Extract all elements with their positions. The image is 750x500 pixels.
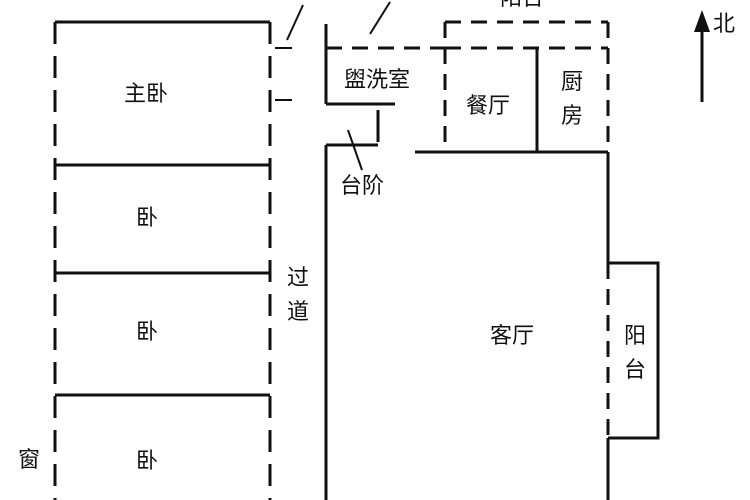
door-swing-2 <box>369 1 391 35</box>
label-window: 窗 <box>18 448 41 473</box>
room-label-living-room: 客厅 <box>490 324 535 349</box>
door-swing-1 <box>286 4 304 41</box>
room-label-bedroom-1: 卧 <box>136 206 159 231</box>
steps-pointer <box>347 129 363 171</box>
label-steps: 台阶 <box>340 174 385 199</box>
room-label-bedroom-2: 卧 <box>136 320 159 345</box>
balcony-outline <box>608 261 660 440</box>
compass-north-label: 北 <box>713 12 736 37</box>
north-arrow-icon <box>694 10 710 32</box>
room-label-balcony-east: 阳台 <box>623 324 646 384</box>
room-label-washroom: 盥洗室 <box>344 68 411 93</box>
room-label-kitchen: 厨房 <box>560 70 583 130</box>
room-label-balcony-top: 阳台 <box>500 0 544 10</box>
room-label-hallway: 过道 <box>286 266 309 326</box>
room-label-dining: 餐厅 <box>466 94 511 119</box>
room-label-bedroom-3: 卧 <box>136 449 159 474</box>
room-label-master-bedroom: 主卧 <box>124 82 169 107</box>
